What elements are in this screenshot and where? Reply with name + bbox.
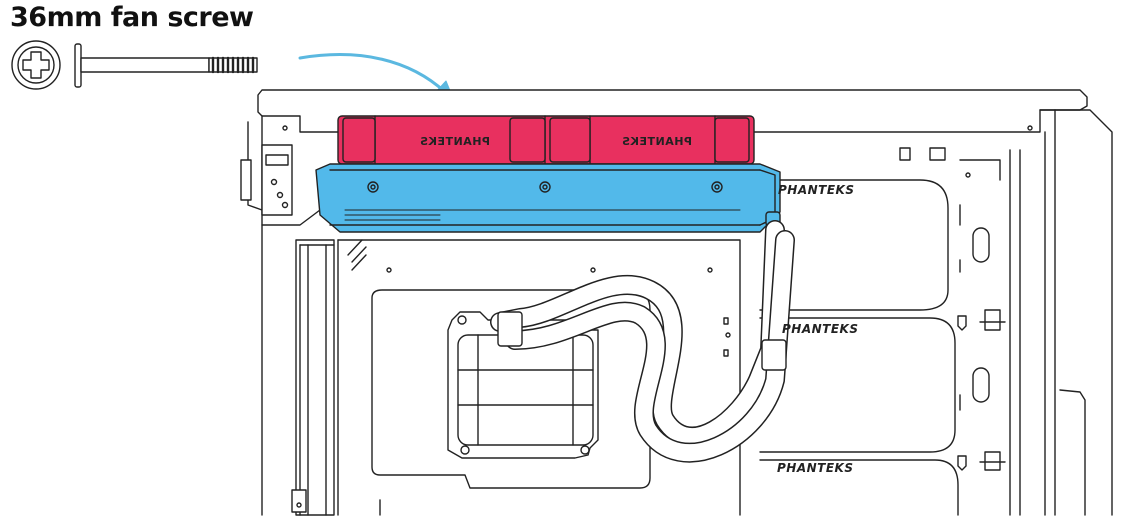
- fan-brand-label-2: PHANTEKS: [622, 135, 692, 148]
- screw-icon: [74, 43, 258, 88]
- phillips-head-icon: [11, 40, 61, 90]
- radiator: [315, 163, 781, 233]
- bay-brand-label-2: PHANTEKS: [782, 322, 859, 336]
- page-title: 36mm fan screw: [10, 2, 254, 33]
- fan-brand-label-1: PHANTEKS: [420, 135, 490, 148]
- drive-bays: [759, 109, 1086, 516]
- pump-block: [447, 311, 599, 459]
- bay-brand-label-1: PHANTEKS: [778, 183, 855, 197]
- coolant-tubes: [490, 220, 795, 463]
- case-left-frame: [240, 115, 367, 516]
- top-fans: PHANTEKS PHANTEKS: [337, 115, 755, 165]
- bay-brand-label-3: PHANTEKS: [777, 461, 854, 475]
